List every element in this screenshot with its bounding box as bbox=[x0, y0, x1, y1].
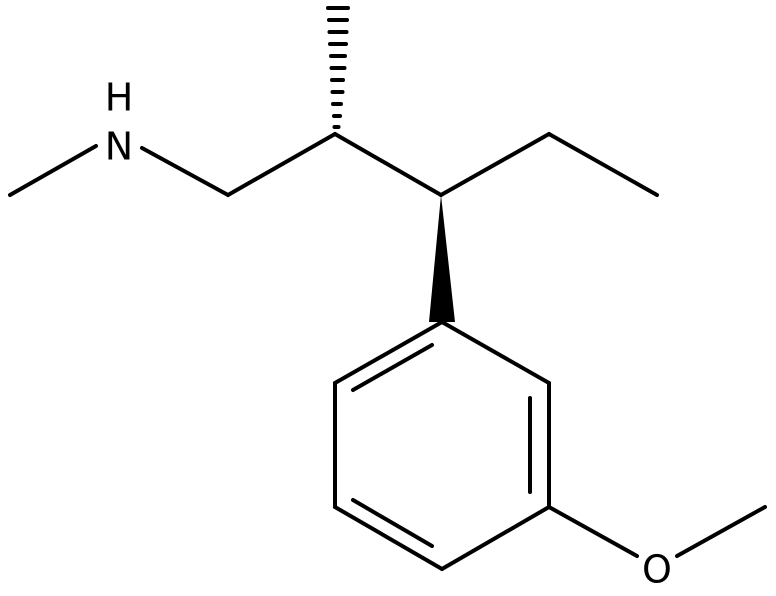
c2-c3-bond bbox=[333, 132, 443, 197]
o-methyl-bond bbox=[675, 505, 767, 558]
oxygen-label: O bbox=[642, 548, 672, 592]
c3-ethyl-bond bbox=[439, 132, 551, 197]
solid-wedge-aryl bbox=[429, 195, 455, 322]
hydrogen-label: H bbox=[105, 76, 134, 120]
n-methyl-bond bbox=[8, 144, 98, 197]
hashed-wedge-methyl bbox=[326, 6, 350, 129]
ch2-c2-bond bbox=[226, 132, 337, 197]
ethyl-methyl-bond bbox=[547, 132, 659, 197]
n-ch2-bond bbox=[140, 146, 230, 197]
benzene-ring bbox=[333, 320, 551, 571]
nitrogen-label: N bbox=[105, 125, 133, 169]
aryl-o-bond bbox=[547, 505, 639, 558]
